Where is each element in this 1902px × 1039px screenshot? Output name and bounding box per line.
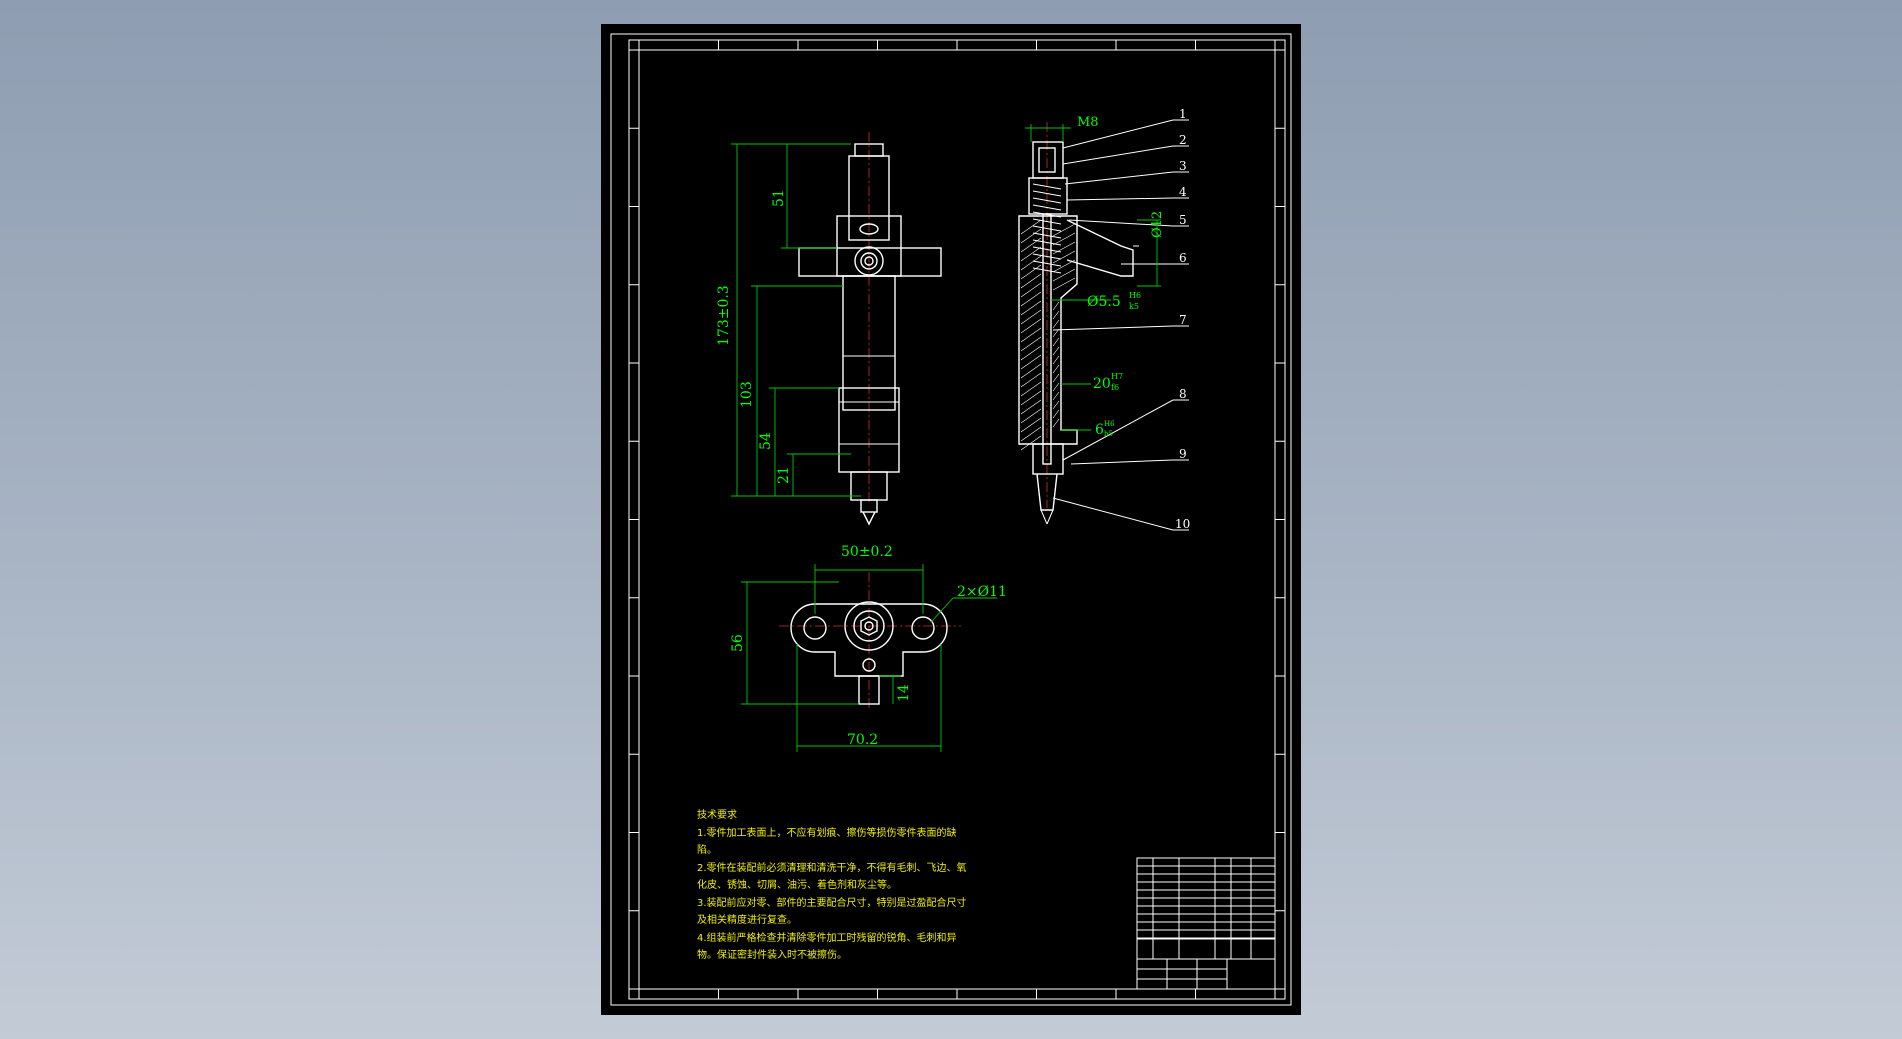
- dim-width70-2: 70.2: [847, 732, 878, 748]
- balloon-8: 8: [1179, 387, 1187, 401]
- dim-54: 54: [758, 432, 774, 450]
- note-line-8: 物。保证密封件装入时不被擦伤。: [697, 948, 847, 961]
- balloon-3: 3: [1179, 159, 1187, 173]
- dim-flange-span: 50±0.2: [841, 544, 893, 560]
- note-line-3: 2.零件在装配前必须清理和清洗干净，不得有毛刺、飞边、氧: [697, 861, 967, 874]
- section-view: 1 2 3 4 5 6 7 8 9 10 M8 Ø12 Ø5.5 H6 k5 2…: [1018, 107, 1190, 531]
- balloon-5: 5: [1179, 213, 1187, 227]
- title-block: [1136, 857, 1276, 990]
- dim-14: 14: [896, 684, 912, 702]
- balloon-6: 6: [1179, 251, 1187, 265]
- balloon-1: 1: [1179, 107, 1187, 121]
- note-line-2: 陷。: [697, 843, 717, 856]
- front-view: 173±0.3 51 103 54 21: [716, 132, 942, 526]
- balloon-2: 2: [1179, 133, 1187, 147]
- balloon-7: 7: [1179, 313, 1187, 327]
- dim-dia5-5: Ø5.5: [1087, 294, 1121, 310]
- note-line-5: 3.装配前应对零、部件的主要配合尺寸，特别是过盈配合尺寸: [697, 896, 967, 909]
- notes-title: 技术要求: [697, 808, 737, 821]
- dim-thread: M8: [1077, 115, 1099, 130]
- balloon-9: 9: [1179, 447, 1187, 461]
- dim-height56: 56: [730, 634, 746, 652]
- dim-51: 51: [771, 189, 787, 207]
- technical-notes: 技术要求 1.零件加工表面上，不应有划痕、擦伤等损伤零件表面的缺 陷。 2.零件…: [697, 808, 967, 961]
- balloon-4: 4: [1179, 185, 1187, 199]
- dim-dia12: Ø12: [1150, 211, 1165, 238]
- dim-21: 21: [776, 466, 792, 484]
- dim-dia5-5-lower: k5: [1129, 302, 1139, 311]
- dim-fit6-lower: h5: [1104, 430, 1113, 438]
- dim-overall-length: 173±0.3: [716, 285, 732, 346]
- engineering-drawing: 173±0.3 51 103 54 21: [610, 33, 1292, 1006]
- balloon-10: 10: [1175, 517, 1190, 531]
- note-line-1: 1.零件加工表面上，不应有划痕、擦伤等损伤零件表面的缺: [697, 826, 957, 839]
- dim-fit20-lower: f6: [1111, 383, 1119, 392]
- dim-dia5-5-upper: H6: [1129, 291, 1141, 300]
- note-line-4: 化皮、锈蚀、切屑、油污、着色剂和灰尘等。: [697, 878, 897, 891]
- dim-fit6-upper: H6: [1104, 420, 1115, 428]
- dim-103: 103: [739, 381, 755, 408]
- drawing-frame: [610, 33, 1292, 1006]
- dim-fit20: 20: [1093, 376, 1111, 392]
- dim-holes: 2×Ø11: [957, 584, 1007, 600]
- dim-fit6: 6: [1095, 422, 1104, 438]
- note-line-6: 及相关精度进行复查。: [697, 913, 797, 926]
- drawing-sheet: 173±0.3 51 103 54 21: [601, 24, 1301, 1015]
- dim-fit20-upper: H7: [1111, 372, 1123, 381]
- note-line-7: 4.组装前严格检查并清除零件加工时残留的锐角、毛刺和异: [697, 931, 957, 944]
- top-view: 50±0.2 2×Ø11 56 14 70.2: [730, 544, 1007, 752]
